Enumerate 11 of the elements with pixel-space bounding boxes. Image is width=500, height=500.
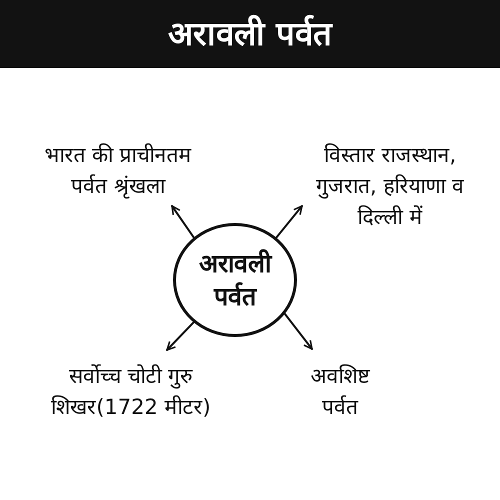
arrow [274,205,303,240]
arrow [166,320,196,351]
branch-text: विस्तार राजस्थान, गुजरात, हरियाणा व दिल्ली में [314,142,466,230]
arrow [282,312,313,350]
branch-text: भारत की प्राचीनतम पर्वत श्रृंखला [43,142,193,201]
branch-text: अवशिष्ट पर्वत [310,363,372,421]
arrow [171,205,196,240]
title: अरावली पर्वत [168,14,332,54]
central-ellipse [173,223,297,337]
central-text: अरावली पर्वत [198,248,274,313]
branch-text: सर्वोच्च चोटी गुरु शिखर(1722 मीटर) [50,363,212,421]
